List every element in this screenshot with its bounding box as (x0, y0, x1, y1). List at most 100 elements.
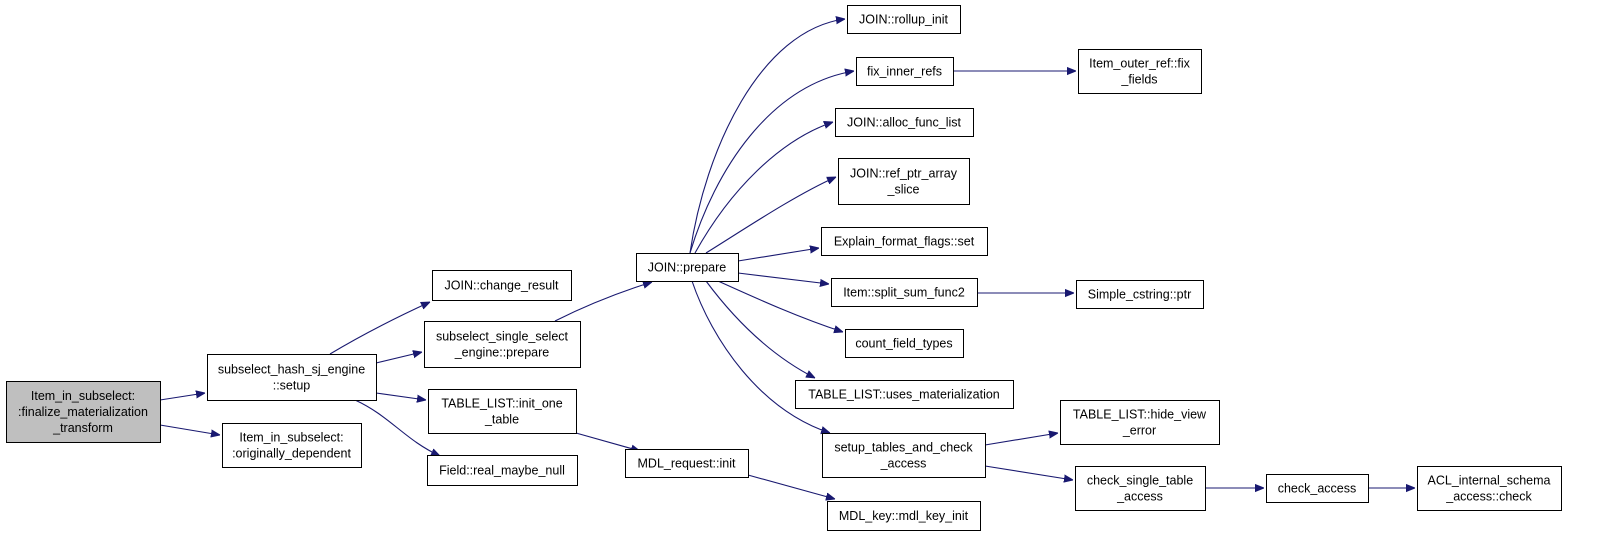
node-label-mdlkey-0: MDL_key::mdl_key_init (839, 509, 969, 523)
node-label-hideview-1: _error (1122, 424, 1156, 438)
node-box-allocfn[interactable] (835, 108, 974, 137)
node-label-tlinit-1: _table (484, 413, 519, 427)
node-label-chksingle-1: _access (1116, 490, 1163, 504)
edge-root-to-hashsj (159, 393, 205, 401)
node-root[interactable]: Item_in_subselect::finalize_materializat… (6, 381, 161, 443)
edge-joinprep-to-usesmat (705, 280, 815, 378)
node-box-cstrptr[interactable] (1076, 280, 1204, 309)
node-box-origdep[interactable] (222, 423, 362, 468)
node-origdep[interactable]: Item_in_subselect::originally_dependent (222, 423, 362, 468)
node-label-aclcheck-1: _access::check (1445, 490, 1532, 504)
call-nodes: Item_in_subselect: :finalize_materializat… (6, 5, 1562, 531)
node-box-sssprep[interactable] (424, 321, 581, 368)
node-realnull[interactable]: Field::real_maybe_null (427, 455, 578, 486)
node-label-root-2: _transform (52, 421, 113, 435)
node-box-explain[interactable] (821, 227, 988, 256)
node-label-cstrptr-0: Simple_cstring::ptr (1088, 288, 1192, 302)
node-sssprep[interactable]: subselect_single_select_engine::prepare (424, 321, 581, 368)
node-box-tlinit[interactable] (428, 389, 577, 434)
node-label-setuptab-1: _access (880, 457, 927, 471)
node-box-aclcheck[interactable] (1417, 466, 1562, 511)
edge-tlinit-to-mdlreq (575, 432, 640, 451)
node-outerref[interactable]: Item_outer_ref::fix_fields (1078, 49, 1202, 94)
node-label-explain-0: Explain_format_flags::set (834, 235, 975, 249)
node-refptr[interactable]: JOIN::ref_ptr_array_slice (838, 158, 970, 205)
edge-sssprep-to-joinprep (554, 282, 652, 322)
node-explain[interactable]: Explain_format_flags::set (821, 227, 988, 256)
node-label-hashsj-1: ::setup (273, 379, 311, 393)
node-box-chksingle[interactable] (1075, 466, 1206, 511)
node-box-outerref[interactable] (1078, 49, 1202, 94)
node-box-fixinner[interactable] (856, 57, 954, 86)
edge-hashsj-to-chgres (329, 302, 430, 355)
node-chkaccess[interactable]: check_access (1266, 474, 1369, 503)
node-hideview[interactable]: TABLE_LIST::hide_view_error (1060, 400, 1220, 445)
node-box-root[interactable] (6, 381, 161, 443)
edge-hashsj-to-tlinit (375, 392, 426, 400)
node-label-sssprep-0: subselect_single_select (436, 330, 569, 344)
node-chgres[interactable]: JOIN::change_result (432, 270, 572, 301)
node-label-usesmat-0: TABLE_LIST::uses_materialization (808, 388, 1000, 402)
edge-hashsj-to-sssprep (375, 352, 422, 364)
node-label-sssprep-1: _engine::prepare (454, 346, 550, 360)
node-label-origdep-1: :originally_dependent (232, 447, 351, 461)
edge-joinprep-to-rollup (689, 19, 845, 254)
node-label-chgres-0: JOIN::change_result (445, 279, 559, 293)
edge-joinprep-to-fixinner (689, 71, 854, 254)
node-tlinit[interactable]: TABLE_LIST::init_one_table (428, 389, 577, 434)
node-box-splitsum[interactable] (831, 278, 978, 307)
node-label-chksingle-0: check_single_table (1087, 474, 1193, 488)
node-setuptab[interactable]: setup_tables_and_check_access (822, 433, 986, 478)
node-box-rollup[interactable] (847, 5, 961, 34)
node-label-rollup-0: JOIN::rollup_init (859, 13, 948, 27)
node-box-mdlreq[interactable] (625, 449, 749, 478)
edge-joinprep-to-countft (717, 280, 843, 332)
edge-joinprep-to-splitsum (737, 272, 829, 284)
node-box-setuptab[interactable] (822, 433, 986, 478)
node-label-splitsum-0: Item::split_sum_func2 (843, 286, 965, 300)
node-label-origdep-0: Item_in_subselect: (239, 431, 343, 445)
node-box-mdlkey[interactable] (827, 501, 981, 531)
node-label-fixinner-0: fix_inner_refs (867, 65, 942, 79)
node-allocfn[interactable]: JOIN::alloc_func_list (835, 108, 974, 137)
node-box-hideview[interactable] (1060, 400, 1220, 445)
node-box-chkaccess[interactable] (1266, 474, 1369, 503)
node-usesmat[interactable]: TABLE_LIST::uses_materialization (795, 380, 1014, 409)
node-fixinner[interactable]: fix_inner_refs (856, 57, 954, 86)
node-hashsj[interactable]: subselect_hash_sj_engine::setup (207, 354, 377, 401)
edge-joinprep-to-refptr (705, 176, 836, 254)
node-box-joinprep[interactable] (636, 253, 739, 282)
node-countft[interactable]: count_field_types (845, 329, 964, 358)
node-label-joinprep-0: JOIN::prepare (648, 261, 727, 275)
node-aclcheck[interactable]: ACL_internal_schema_access::check (1417, 466, 1562, 511)
node-box-usesmat[interactable] (795, 380, 1014, 409)
node-box-realnull[interactable] (427, 455, 578, 486)
node-box-countft[interactable] (845, 329, 964, 358)
node-label-tlinit-0: TABLE_LIST::init_one (441, 397, 562, 411)
node-cstrptr[interactable]: Simple_cstring::ptr (1076, 280, 1204, 309)
node-label-outerref-0: Item_outer_ref::fix (1089, 57, 1190, 71)
edge-setuptab-to-hideview (984, 433, 1058, 446)
node-box-hashsj[interactable] (207, 354, 377, 401)
node-label-root-1: :finalize_materialization (18, 405, 148, 419)
node-splitsum[interactable]: Item::split_sum_func2 (831, 278, 978, 307)
node-chksingle[interactable]: check_single_table _access (1075, 466, 1206, 511)
node-mdlkey[interactable]: MDL_key::mdl_key_init (827, 501, 981, 531)
edge-root-to-origdep (159, 424, 220, 435)
node-mdlreq[interactable]: MDL_request::init (625, 449, 749, 478)
edge-mdlreq-to-mdlkey (747, 474, 835, 499)
node-label-refptr-1: _slice (887, 183, 920, 197)
node-label-outerref-1: _fields (1120, 73, 1157, 87)
node-rollup[interactable]: JOIN::rollup_init (847, 5, 961, 34)
node-label-hashsj-0: subselect_hash_sj_engine (218, 363, 365, 377)
edge-setuptab-to-chksingle (984, 465, 1073, 480)
edge-joinprep-to-setuptab (691, 280, 830, 433)
node-box-chgres[interactable] (432, 270, 572, 301)
node-joinprep[interactable]: JOIN::prepare (636, 253, 739, 282)
node-box-refptr[interactable] (838, 158, 970, 205)
node-label-mdlreq-0: MDL_request::init (638, 457, 736, 471)
node-label-hideview-0: TABLE_LIST::hide_view (1073, 408, 1207, 422)
node-label-countft-0: count_field_types (855, 337, 952, 351)
edge-hashsj-to-realnull (354, 399, 440, 456)
